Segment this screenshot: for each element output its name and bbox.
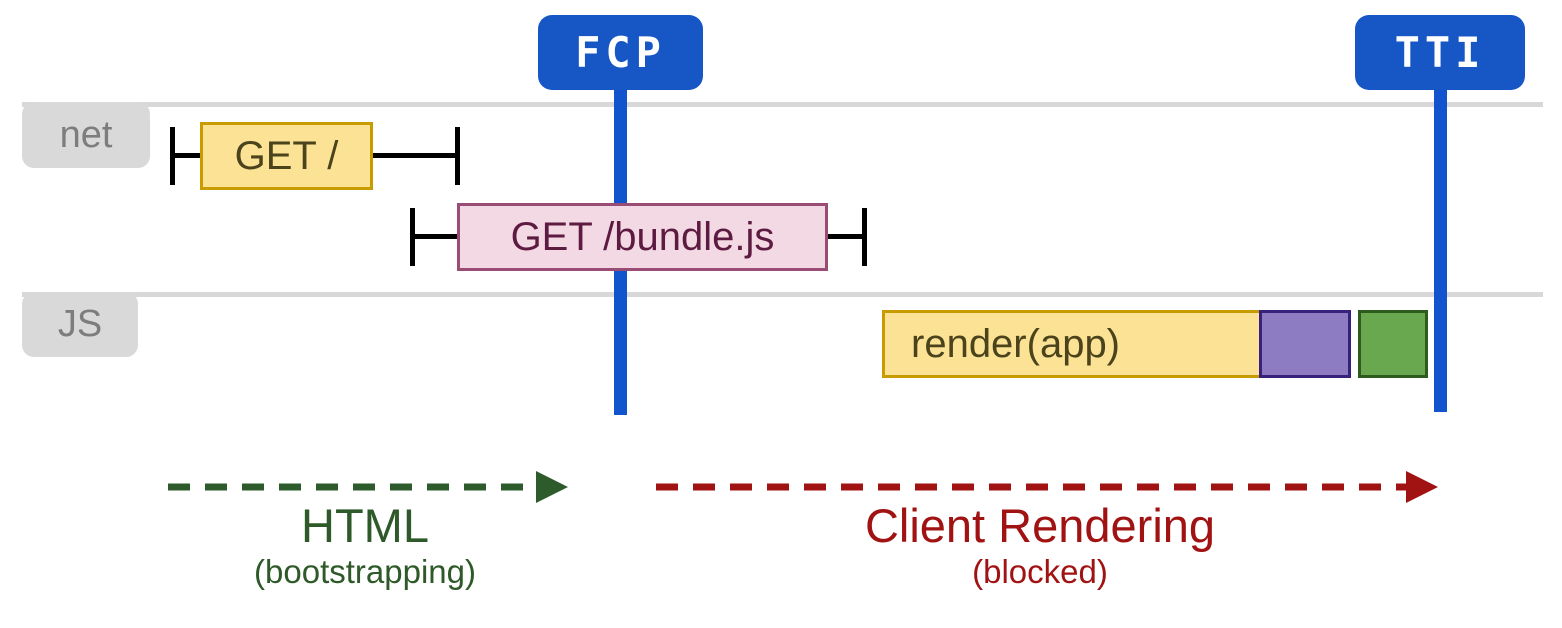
render-app-bar: render(app) bbox=[882, 310, 1277, 378]
fcp-badge-label: FCP bbox=[575, 28, 666, 77]
js-task-green-bar bbox=[1358, 310, 1428, 378]
get-bundle-left-connector bbox=[410, 234, 457, 239]
get-root-label: GET / bbox=[234, 133, 339, 178]
html-phase-label: HTML (bootstrapping) bbox=[165, 500, 565, 591]
get-root-end-tick bbox=[455, 127, 460, 185]
js-lane-tab: JS bbox=[22, 292, 138, 357]
net-lane-line bbox=[22, 102, 1543, 107]
client-rendering-phase-label: Client Rendering (blocked) bbox=[790, 500, 1290, 591]
get-bundle-bar: GET /bundle.js bbox=[457, 203, 828, 271]
net-lane-tab: net bbox=[22, 102, 150, 168]
js-lane-line bbox=[22, 292, 1543, 297]
html-phase-subtitle: (bootstrapping) bbox=[254, 552, 476, 590]
html-phase-arrow bbox=[168, 471, 568, 503]
get-bundle-right-connector bbox=[828, 234, 866, 239]
render-app-label: render(app) bbox=[911, 321, 1121, 366]
js-task-purple-bar bbox=[1259, 310, 1351, 378]
client-rendering-phase-subtitle: (blocked) bbox=[972, 552, 1108, 590]
get-root-right-connector bbox=[373, 153, 459, 158]
client-rendering-phase-title: Client Rendering bbox=[864, 499, 1216, 552]
get-bundle-label: GET /bundle.js bbox=[510, 214, 775, 259]
net-lane-label: net bbox=[59, 113, 113, 156]
tti-marker-line bbox=[1434, 86, 1447, 412]
get-root-left-connector bbox=[170, 153, 200, 158]
js-lane-label: JS bbox=[57, 303, 103, 345]
client-rendering-phase-arrow bbox=[656, 471, 1438, 503]
fcp-badge: FCP bbox=[538, 15, 703, 90]
get-bundle-end-tick bbox=[862, 208, 867, 266]
tti-badge-label: TTI bbox=[1394, 28, 1486, 77]
get-root-bar: GET / bbox=[200, 122, 373, 190]
tti-badge: TTI bbox=[1355, 15, 1525, 90]
html-phase-title: HTML bbox=[301, 499, 429, 552]
